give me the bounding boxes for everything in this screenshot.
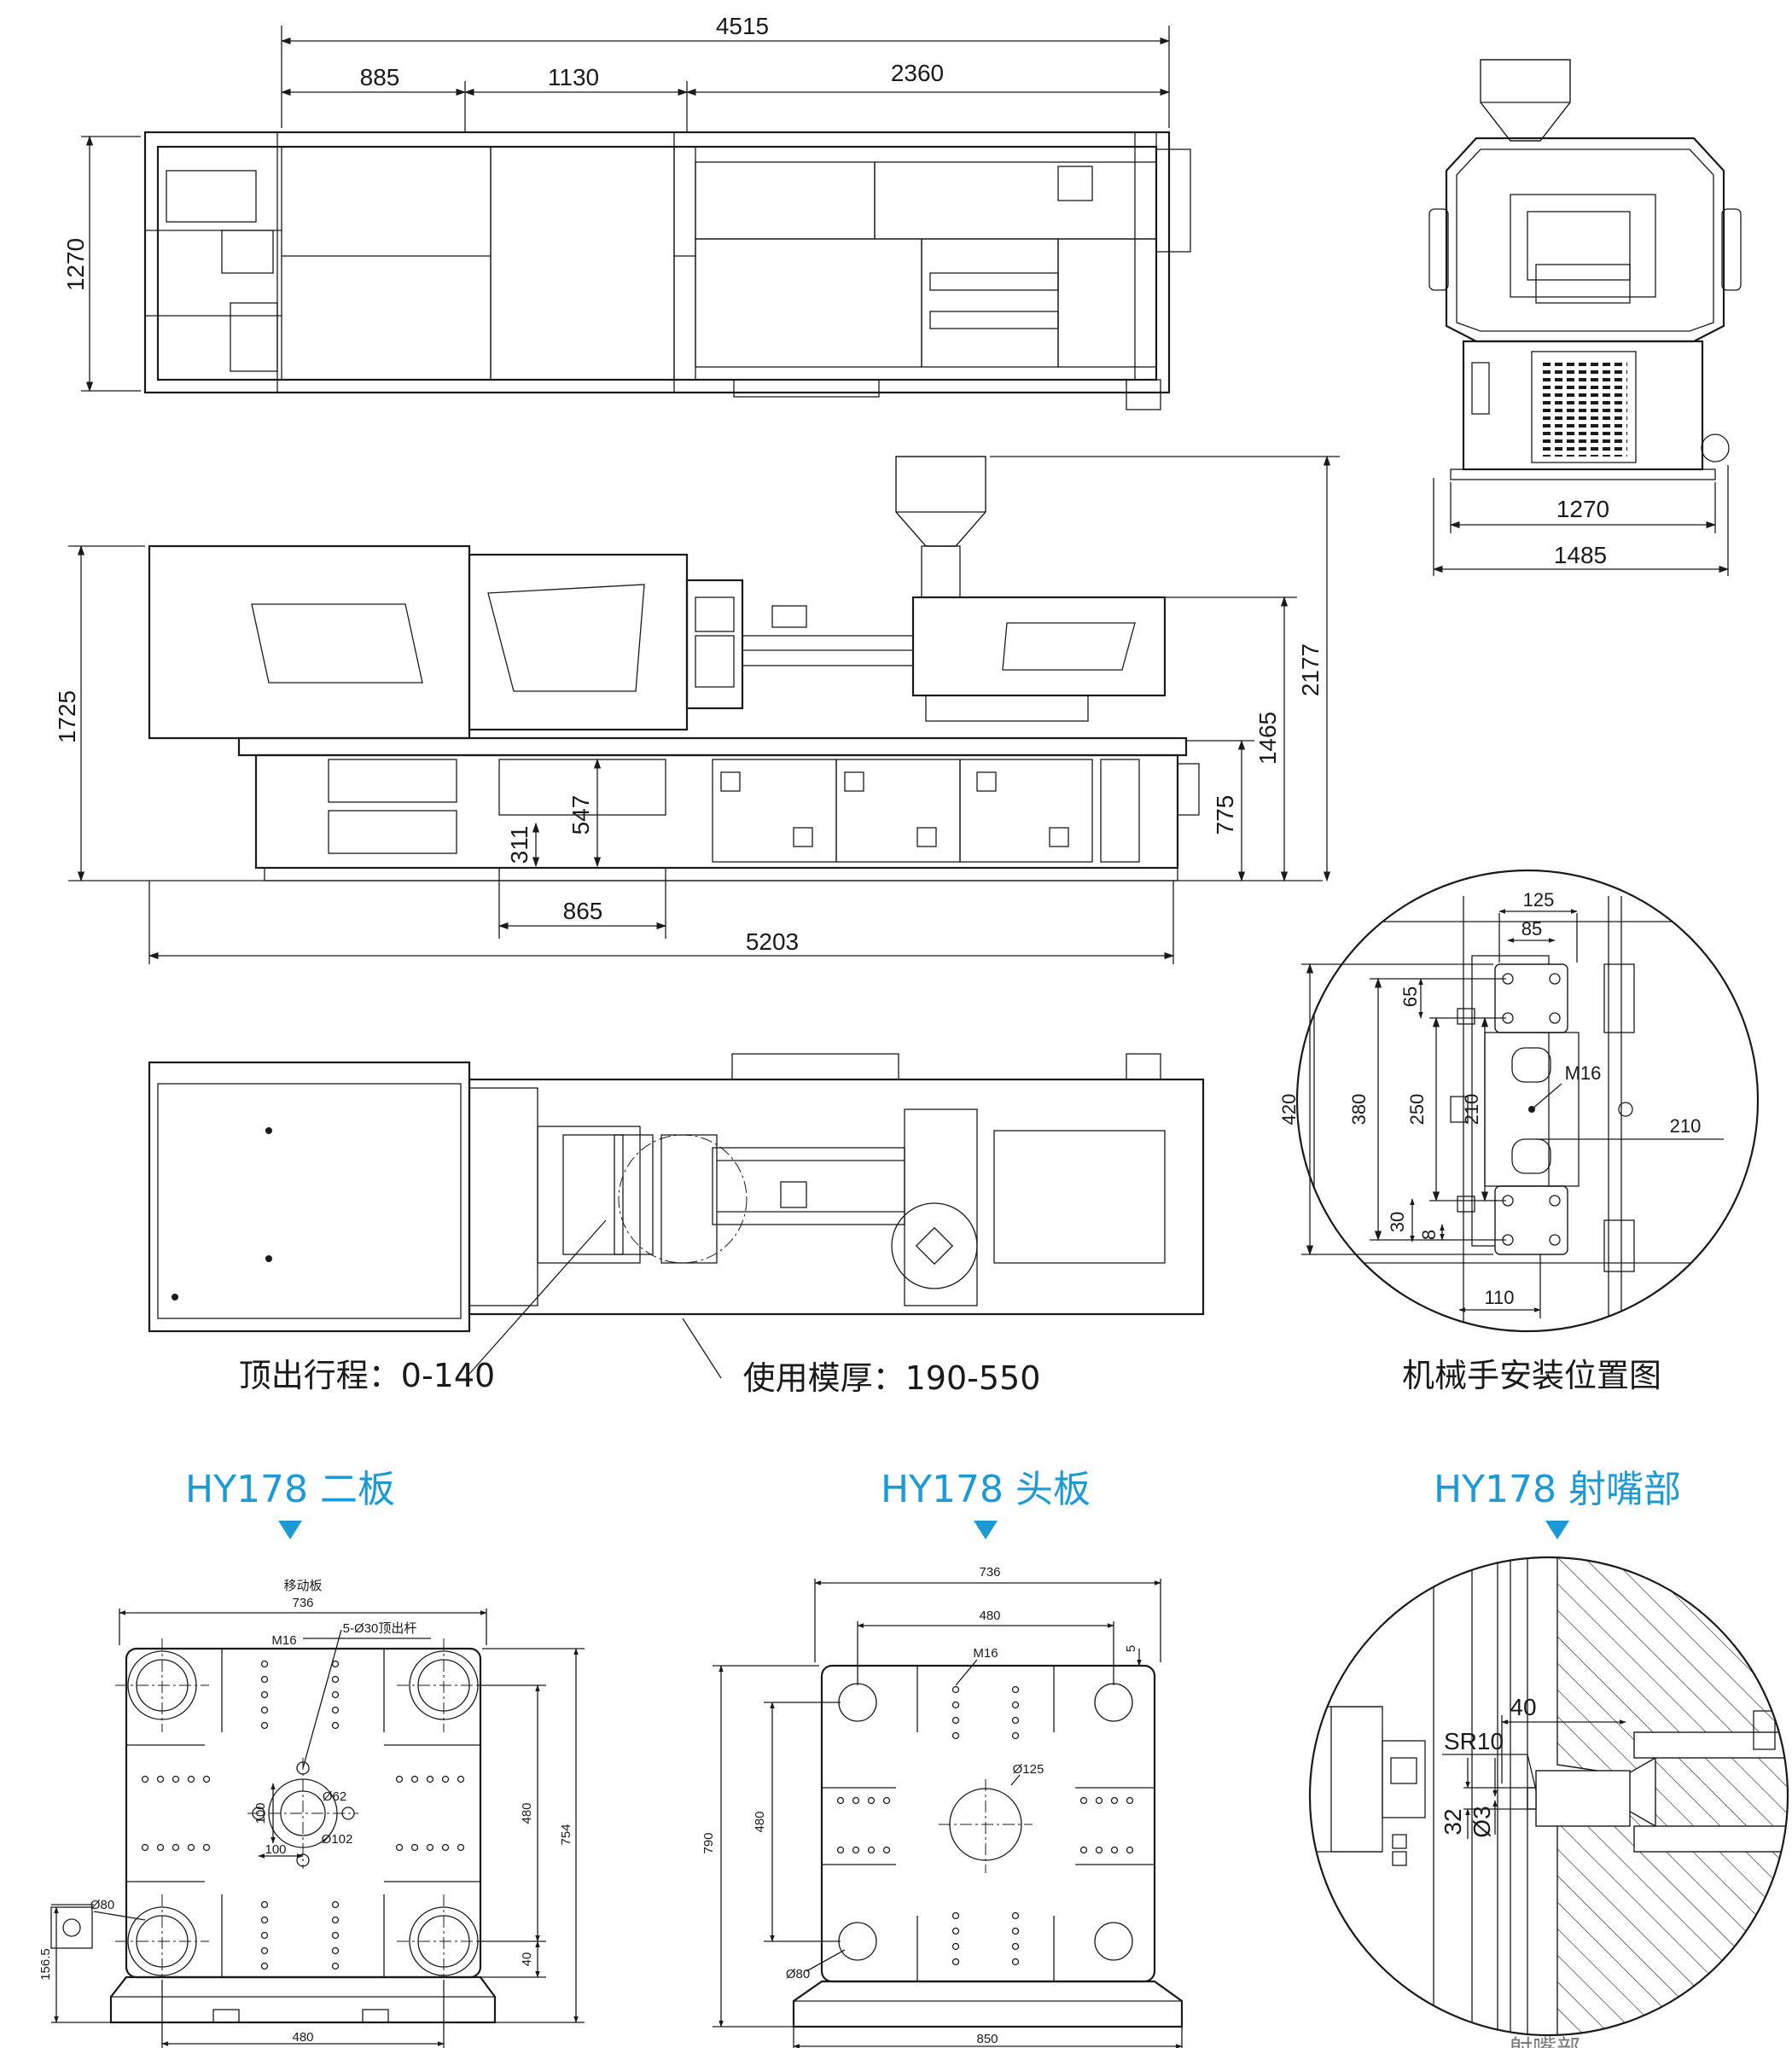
dim-420: 420 — [1278, 1094, 1300, 1126]
label-m16-fixed: M16 — [973, 1646, 998, 1661]
fixed-platen-drawing: 736 480 M16 5 Ø125 790 480 Ø80 850 — [701, 1565, 1184, 2048]
dim-125: 125 — [1523, 889, 1555, 911]
dim-380: 380 — [1348, 1094, 1370, 1126]
dim-547: 547 — [567, 795, 594, 835]
dim-100-vertical: 100 — [253, 1802, 268, 1824]
dim-311: 311 — [506, 826, 532, 864]
dim-250: 250 — [1406, 1094, 1428, 1126]
dim-d80-fixed: Ø80 — [786, 1967, 810, 1981]
title-moving-platen: HY178 二板 — [185, 1468, 395, 1511]
dim-736-moving: 736 — [292, 1596, 313, 1610]
dim-1465: 1465 — [1254, 712, 1281, 765]
dim-156-5: 156.5 — [38, 1948, 53, 1981]
label-ejector-stroke: 顶出行程：0-140 — [239, 1357, 495, 1394]
dim-1725: 1725 — [54, 690, 80, 743]
dim-65: 65 — [1399, 986, 1421, 1007]
dim-d125-fixed: Ø125 — [1013, 1762, 1044, 1777]
dim-d62: Ø62 — [323, 1789, 346, 1804]
dim-4515: 4515 — [716, 13, 769, 39]
dim-32: 32 — [1440, 1808, 1466, 1835]
dim-210-horizontal: 210 — [1670, 1115, 1702, 1137]
robot-mount-detail: 125 85 65 420 380 250 210 M16 210 30 8 1… — [1278, 869, 1760, 1394]
label-mold-thickness: 使用模厚：190-550 — [743, 1359, 1041, 1397]
dim-754: 754 — [559, 1824, 573, 1845]
dim-5203: 5203 — [746, 928, 799, 955]
dim-sr10: SR10 — [1444, 1728, 1504, 1754]
dim-736-fixed: 736 — [979, 1565, 1000, 1580]
dim-40-moving: 40 — [520, 1952, 534, 1967]
dim-1485: 1485 — [1554, 542, 1607, 568]
dim-8: 8 — [1418, 1230, 1440, 1240]
dim-790: 790 — [701, 1832, 716, 1853]
side-view: 1725 2177 1465 775 547 311 865 5203 — [54, 455, 1340, 964]
dim-480-horizontal-moving: 480 — [292, 2030, 313, 2045]
dim-1270-top: 1270 — [62, 238, 89, 291]
dim-d102: Ø102 — [322, 1832, 353, 1847]
label-m16-robot: M16 — [1565, 1062, 1602, 1084]
dim-110: 110 — [1484, 1287, 1514, 1308]
nozzle-detail: 40 SR10 32 Ø3 射嘴部 — [1308, 1556, 1789, 2048]
end-view: 1270 1485 — [1428, 59, 1742, 576]
dim-865: 865 — [563, 898, 603, 924]
marker-fixed-platen — [974, 1521, 998, 1539]
title-nozzle: HY178 射嘴部 — [1434, 1468, 1681, 1511]
label-ejector-rods: 5-Ø30顶出杆 — [343, 1621, 417, 1636]
moving-platen-drawing: 移动板 736 5-Ø30顶出杆 M16 100 Ø62 100 Ø102 Ø8… — [38, 1578, 585, 2048]
dim-210-vertical: 210 — [1461, 1094, 1482, 1126]
dim-30: 30 — [1387, 1212, 1408, 1232]
dim-775: 775 — [1212, 795, 1238, 835]
dim-5: 5 — [1124, 1645, 1138, 1652]
dim-d80-moving: Ø80 — [90, 1898, 114, 1912]
dim-480-vertical-fixed: 480 — [753, 1811, 767, 1832]
robot-mount-caption: 机械手安装位置图 — [1402, 1357, 1661, 1394]
dim-850: 850 — [976, 2032, 998, 2046]
title-fixed-platen: HY178 头板 — [881, 1468, 1091, 1511]
dim-40-nozzle: 40 — [1510, 1694, 1536, 1720]
label-m16-moving: M16 — [271, 1633, 296, 1648]
top-view: 4515 885 1130 2360 1270 — [62, 13, 1191, 410]
marker-nozzle — [1545, 1521, 1569, 1539]
dim-480-top-fixed: 480 — [979, 1609, 1000, 1623]
dim-d3: Ø3 — [1469, 1806, 1495, 1837]
platen-tapped-holes — [141, 1660, 465, 1970]
label-moving-platen-name: 移动板 — [283, 1578, 322, 1593]
fixed-platen-tapped-holes — [836, 1685, 1134, 1966]
dim-480-vertical-moving: 480 — [520, 1802, 534, 1824]
nozzle-caption: 射嘴部 — [1509, 2034, 1580, 2048]
dim-1130: 1130 — [548, 64, 599, 90]
dim-2177: 2177 — [1297, 643, 1324, 696]
plan-view: 顶出行程：0-140 使用模厚：190-550 — [148, 1053, 1205, 1397]
dim-885: 885 — [360, 64, 400, 90]
dim-2360: 2360 — [891, 60, 944, 86]
dim-1270-end: 1270 — [1556, 496, 1609, 522]
marker-moving-platen — [278, 1521, 302, 1539]
section-titles: HY178 二板 HY178 头板 HY178 射嘴部 — [185, 1468, 1681, 1539]
dim-100-horizontal: 100 — [265, 1842, 286, 1857]
dim-85: 85 — [1521, 918, 1542, 940]
